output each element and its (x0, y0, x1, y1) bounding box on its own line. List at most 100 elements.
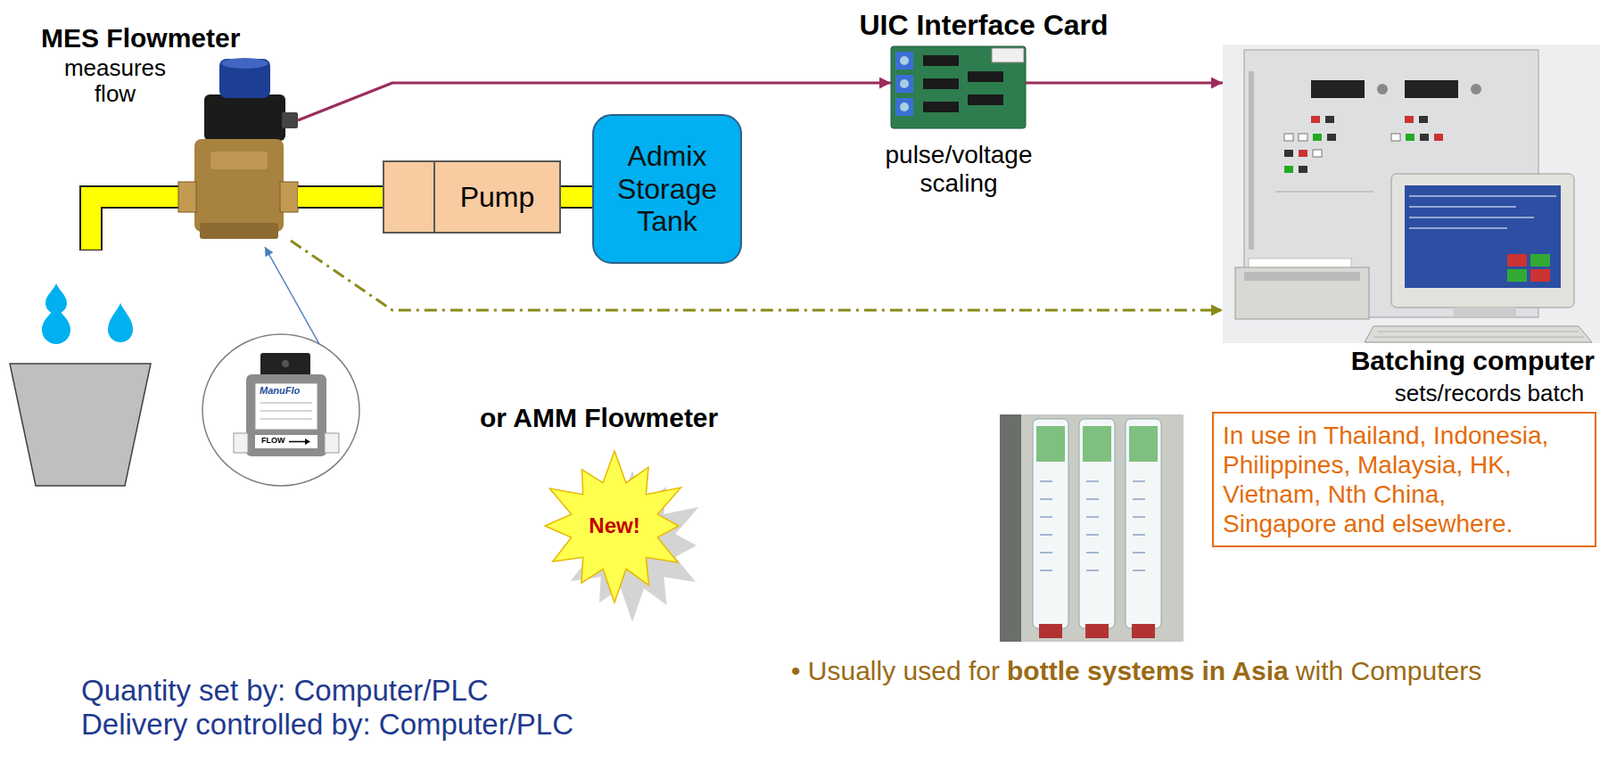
node-caption: sets/records batch (1394, 379, 1584, 408)
wireless-link (290, 240, 1223, 311)
batching-computer-drawing-part (1311, 80, 1365, 99)
note-box: In use in Thailand, Indonesia, Philippin… (1212, 412, 1597, 548)
mes-flowmeter-drawing-part (194, 139, 284, 232)
interface-card-drawing-part (895, 98, 914, 116)
pump-divider (433, 162, 436, 232)
batching-computer-drawing-part (1419, 133, 1429, 141)
bottle-system-photo-part (1032, 419, 1069, 629)
interface-card-drawing-part (895, 74, 914, 93)
bullet-line: • Usually used forbottle systems in Asia… (791, 656, 1482, 687)
box-label: Admix Storage Tank (602, 140, 732, 239)
bottle-system-photo-part (999, 414, 1184, 643)
amm-flowmeter-drawing-part (255, 383, 318, 430)
note-line: Quantity set by: Computer/PLC (81, 674, 489, 709)
batching-computer-drawing-part (1373, 337, 1584, 339)
bottle-system-photo-part (1085, 624, 1109, 639)
batching-computer-drawing-part (1298, 165, 1308, 174)
batching-computer-drawing-part (1284, 149, 1294, 157)
signal-line-part (1025, 82, 1223, 85)
outlet-pipe-part (90, 197, 190, 251)
new-starburst: New! (525, 450, 731, 638)
amm-flowmeter-drawing-part (260, 353, 311, 377)
batching-computer-drawing-part (1404, 115, 1414, 124)
interface-card-node: UIC Interface Cardpulse/voltage scaling (890, 44, 1026, 130)
node-heading: MES Flowmeter (41, 23, 240, 54)
mes-flowmeter-drawing-part (281, 112, 298, 129)
batching-computer-drawing-part (1530, 254, 1551, 267)
bottle-system-photo-part (1036, 426, 1065, 462)
interface-card-drawing-part (991, 48, 1024, 63)
batching-computer-drawing-part (1404, 80, 1459, 99)
pipe-part (560, 185, 593, 209)
pipe (560, 197, 593, 198)
bucket (9, 363, 151, 487)
batching-computer-drawing-part (1312, 149, 1322, 157)
interface-card-drawing-part (899, 102, 909, 112)
amm-flowmeter-drawing (202, 334, 360, 487)
batching-computer-drawing-part (1248, 71, 1254, 250)
batching-computer-drawing-part (1409, 228, 1508, 230)
mes-flowmeter-drawing-part (204, 94, 286, 141)
node-caption: pulse/voltage scaling (865, 140, 1053, 198)
batching-computer-drawing-part (1327, 133, 1337, 141)
batching-computer-drawing-part (1530, 269, 1551, 282)
interface-card-drawing-part (923, 78, 959, 90)
batching-computer-drawing-part (1418, 115, 1428, 124)
batching-computer-drawing-part (1284, 133, 1294, 141)
batching-computer-drawing (1222, 44, 1600, 344)
bottle-system-photo-part (1079, 419, 1115, 629)
bottle-system-photo-part (999, 414, 1022, 643)
interface-card-drawing-part (899, 56, 909, 66)
water-drops-part (107, 303, 133, 343)
mes-flowmeter-drawing-part (219, 58, 271, 99)
bullet-text: • Usually used for (791, 656, 1000, 687)
note-line: Delivery controlled by: Computer/PLC (81, 708, 574, 743)
amm-flowmeter-drawing-part (202, 334, 360, 487)
water-drops (41, 283, 133, 345)
amm-flowmeter-drawing-part (324, 433, 339, 454)
outlet-pipe-part (90, 197, 190, 250)
interface-card-drawing-part (967, 94, 1004, 106)
signal-line (1025, 82, 1223, 84)
interface-card-drawing-part (899, 79, 909, 89)
batching-computer-drawing-part (1453, 307, 1517, 317)
batching-computer-drawing-part (1507, 269, 1527, 282)
pipe-part (297, 187, 383, 207)
batching-computer-drawing-part (1409, 217, 1535, 219)
batching-computer-drawing-part (1312, 133, 1322, 141)
brand-logo: ManuFlo (259, 385, 300, 396)
batching-computer-drawing-part (1298, 149, 1308, 157)
water-drops-part (41, 305, 71, 345)
mes-flowmeter-drawing-part (199, 222, 279, 240)
batching-computer-drawing-part (1434, 133, 1444, 141)
amm-flowmeter-drawing-part (246, 374, 327, 457)
amm-flowmeter-drawing-part (260, 403, 313, 405)
interface-card-drawing-part (890, 46, 1026, 129)
bottle-system-photo-part (1039, 481, 1146, 571)
batching-computer-drawing-part (1244, 272, 1361, 281)
bottle-system-photo (999, 414, 1184, 643)
interface-card-drawing-part (967, 71, 1004, 83)
batching-computer-drawing-part (1222, 44, 1600, 344)
storage-tank: Admix Storage Tank (592, 114, 743, 264)
batching-computer-drawing-part (1470, 83, 1482, 95)
batching-computer-drawing-part (1364, 326, 1592, 343)
node-heading: Batching computer (1351, 346, 1595, 377)
bottle-system-photo-part (1131, 624, 1155, 639)
batching-computer-drawing-part (1405, 133, 1415, 141)
amm-flowmeter-drawing-part (260, 419, 313, 421)
batching-computer-drawing-part (1325, 115, 1335, 124)
starburst-shape-part (544, 451, 681, 603)
interface-card-drawing-part (923, 55, 959, 66)
bullet-text-bold: bottle systems in Asia (1006, 656, 1289, 687)
connectors (290, 82, 1223, 311)
amm-flowmeter-drawing-part (255, 435, 318, 449)
interface-card-drawing-part (923, 101, 959, 113)
box-label: Pump (460, 181, 536, 215)
note-text: In use in Thailand, Indonesia, Philippin… (1222, 420, 1559, 539)
pump-box: Pump (382, 160, 561, 234)
mes-flowmeter-drawing-part (178, 181, 197, 213)
signal-line-part (297, 82, 891, 121)
mes-flowmeter-drawing-part (210, 151, 268, 170)
